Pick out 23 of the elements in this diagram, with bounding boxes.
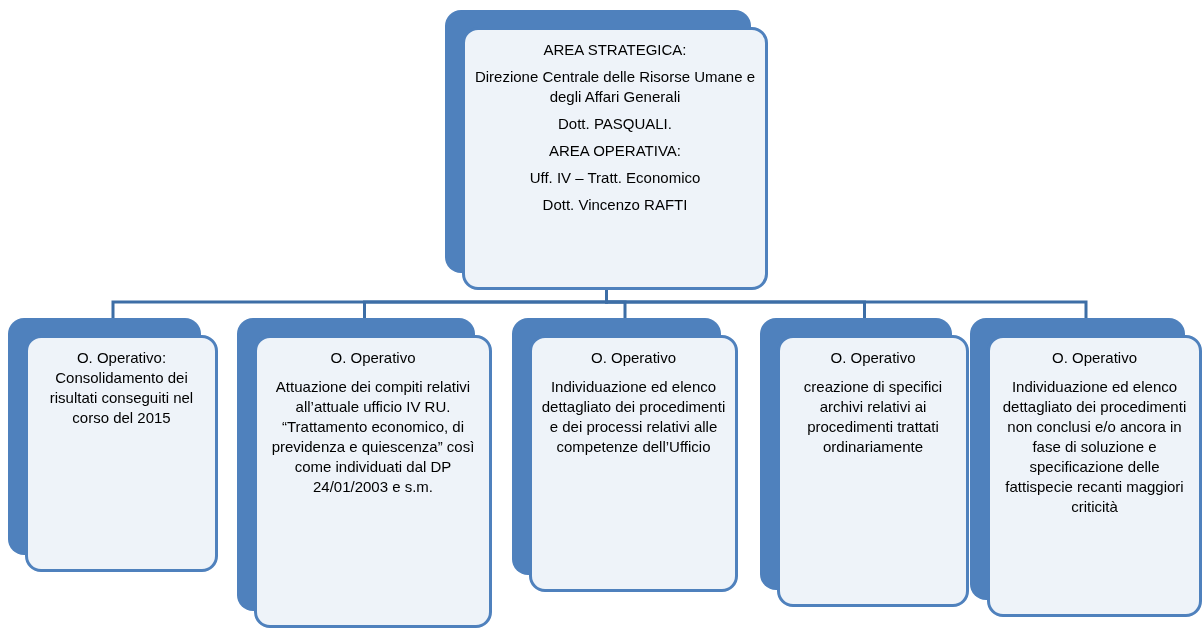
box-text: Dott. Vincenzo RAFTI — [542, 195, 688, 215]
box-text: O. Operativo — [590, 348, 676, 368]
box-text: AREA STRATEGICA: — [543, 40, 687, 60]
box-text: O. Operativo: — [76, 348, 167, 368]
process-box — [512, 318, 738, 592]
process-box — [760, 318, 969, 607]
process-box — [445, 10, 768, 290]
box-text: Uff. IV – Tratt. Economico — [529, 168, 701, 188]
box-text: AREA OPERATIVA: — [549, 141, 681, 161]
process-box — [970, 318, 1202, 617]
connector-line — [605, 290, 1088, 318]
box-text: Individuazione ed elenco dettagliato dei procedimenti e dei processi relativi alle competenze dell’Ufficio — [540, 377, 727, 457]
process-box — [237, 318, 492, 628]
box-text: O. Operativo — [830, 348, 916, 368]
box-text: Dott. PASQUALI. — [558, 114, 672, 134]
box-text: O. Operativo — [330, 348, 416, 368]
box-text: O. Operativo — [1051, 348, 1137, 368]
process-box — [8, 318, 218, 572]
box-text: Individuazione ed elenco dettagliato dei procedimenti non conclusi e/o ancora in fase di soluzione e specificazione delle fattispecie recanti maggiori criticità — [1001, 377, 1188, 517]
box-text: Consolidamento dei risultati conseguiti nel corso del 2015 — [48, 368, 195, 428]
box-text: creazione di specifici archivi relativi ai procedimenti trattati ordinariamente — [802, 377, 944, 457]
box-text: Direzione Centrale delle Risorse Umane e degli Affari Generali — [473, 67, 757, 107]
box-text: Attuazione dei compiti relativi all’attuale ufficio IV RU. “Trattamento economico, di previdenza e quiescenza” così come individuati dal DP 24/01/2003 e s.m. — [270, 377, 476, 497]
